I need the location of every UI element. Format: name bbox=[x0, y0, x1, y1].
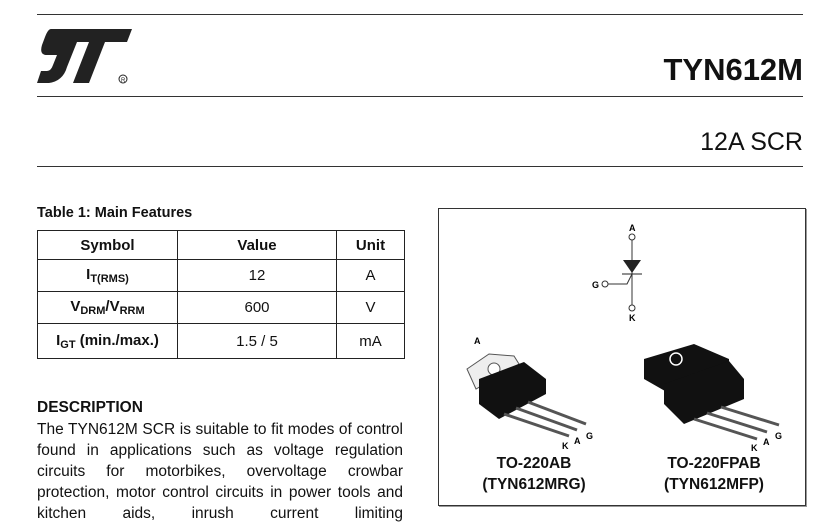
scr-symbol-icon: A G K bbox=[592, 223, 642, 321]
part-number: TYN612M bbox=[663, 52, 803, 87]
header-cell: Symbol bbox=[37, 230, 178, 260]
rule bbox=[37, 166, 803, 167]
description-heading: DESCRIPTION bbox=[37, 399, 143, 416]
pin-label: A bbox=[474, 336, 481, 346]
symbol: V bbox=[70, 298, 81, 315]
to220ab-package-icon: A K A G bbox=[466, 336, 593, 449]
symbol-sub: GT bbox=[60, 338, 76, 351]
svg-text:K: K bbox=[751, 443, 758, 453]
unit: mA bbox=[336, 323, 405, 359]
package-label-to220ab: TO-220AB (TYN612MRG) bbox=[459, 453, 609, 495]
symbol-sub: DRM bbox=[80, 305, 106, 317]
value: 600 bbox=[177, 291, 337, 324]
package-code: (TYN612MFP) bbox=[664, 476, 764, 493]
package-name: TO-220FPAB bbox=[667, 455, 761, 472]
header-cell: Unit bbox=[336, 230, 405, 260]
svg-text:A: A bbox=[763, 437, 770, 447]
svg-text:A: A bbox=[574, 436, 581, 446]
package-label-to220fpab: TO-220FPAB (TYN612MFP) bbox=[639, 453, 789, 495]
symbol: I bbox=[56, 331, 61, 349]
svg-text:G: G bbox=[586, 431, 593, 441]
pin-label: K bbox=[629, 313, 636, 321]
description-text: The TYN612M SCR is suitable to fit modes… bbox=[37, 421, 403, 522]
symbol: I bbox=[86, 266, 91, 283]
package-figure: A G K A K A G K A G TO-220AB(TYN612MRG) … bbox=[438, 208, 806, 506]
rule bbox=[37, 96, 803, 97]
st-logo: R bbox=[37, 29, 132, 84]
header-cell: Value bbox=[177, 230, 337, 260]
svg-text:K: K bbox=[562, 441, 569, 449]
subtitle: 12A SCR bbox=[700, 128, 803, 156]
pin-label: G bbox=[592, 280, 599, 290]
value: 12 bbox=[177, 259, 337, 292]
pin-label: A bbox=[629, 223, 636, 233]
symbol-sub: T(RMS) bbox=[90, 273, 129, 285]
svg-text:G: G bbox=[775, 431, 782, 441]
to220fpab-package-icon: K A G bbox=[644, 344, 782, 453]
value: 1.5 / 5 bbox=[177, 323, 337, 359]
package-name: TO-220AB bbox=[496, 455, 572, 472]
unit: V bbox=[336, 291, 405, 324]
symbol: /V bbox=[105, 298, 120, 315]
package-code: (TYN612MRG) bbox=[482, 476, 586, 493]
svg-text:R: R bbox=[121, 78, 126, 84]
symbol-sub: RRM bbox=[119, 305, 145, 317]
symbol: (min./max.) bbox=[75, 331, 159, 349]
unit: A bbox=[336, 259, 405, 292]
top-rule bbox=[37, 14, 803, 15]
table-title: Table 1: Main Features bbox=[37, 205, 193, 221]
